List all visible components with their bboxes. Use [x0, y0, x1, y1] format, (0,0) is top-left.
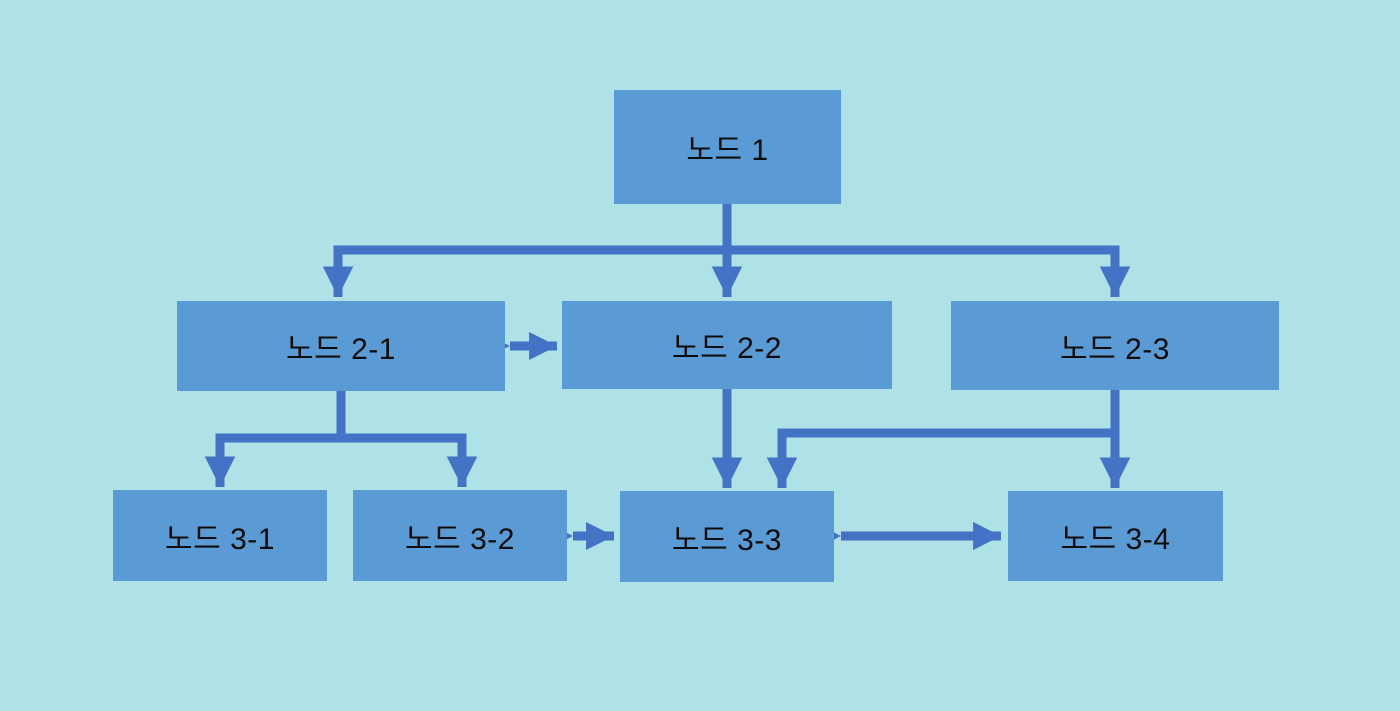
- node-1-box: 노드 1: [614, 90, 841, 204]
- node-3-4-box: 노드 3-4: [1008, 491, 1223, 581]
- node-3-1-box: 노드 3-1: [113, 490, 327, 581]
- node-2-2-box: 노드 2-2: [562, 301, 892, 389]
- node-2-2-label: 노드 2-2: [672, 332, 782, 365]
- node-2-3-label: 노드 2-3: [1060, 332, 1170, 366]
- node-2-1-label: 노드 2-1: [286, 333, 396, 366]
- node-3-2-box: 노드 3-2: [353, 490, 567, 581]
- node-2-1-box: 노드 2-1: [177, 301, 505, 391]
- node-3-4-label: 노드 3-4: [1060, 523, 1171, 556]
- node-3-1-label: 노드 3-1: [165, 522, 275, 556]
- node-3-3-label: 노드 3-3: [672, 523, 782, 557]
- node-1-label: 노드 1: [686, 134, 769, 167]
- node-2-3-box: 노드 2-3: [951, 301, 1279, 390]
- node-3-3-box: 노드 3-3: [620, 491, 834, 582]
- node-3-2-label: 노드 3-2: [405, 522, 515, 556]
